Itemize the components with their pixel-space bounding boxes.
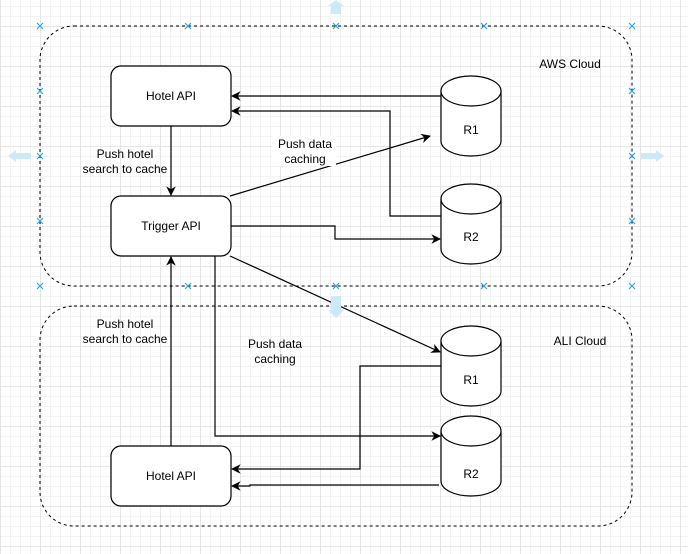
edge-label-line: Push hotel	[97, 147, 154, 161]
ali-cloud-container[interactable]: ALI Cloud	[39, 305, 633, 527]
node-ali-r2-database[interactable]: R2	[440, 415, 502, 497]
edge-trigger-api-to-aws-r2[interactable]	[231, 225, 441, 244]
edge-label-line: Push data	[278, 137, 332, 151]
resize-handle[interactable]	[332, 22, 340, 30]
edge-label-line: caching	[254, 352, 295, 366]
connect-arrow-left-icon[interactable]	[8, 150, 31, 162]
resize-handle[interactable]	[36, 22, 44, 30]
edge-label-aws-push-hotel[interactable]: Push hotel search to cache	[83, 147, 168, 176]
edge-label-ali-push-hotel[interactable]: Push hotel search to cache	[83, 317, 168, 346]
resize-handle[interactable]	[628, 217, 636, 225]
edge-aws-r2-to-hotel-api[interactable]	[231, 106, 441, 217]
node-label: Trigger API	[141, 219, 201, 233]
edge-ali-r2-to-hotel-api[interactable]	[231, 481, 439, 491]
node-aws-hotel-api[interactable]: Hotel API	[110, 65, 232, 127]
node-trigger-api[interactable]: Trigger API	[110, 195, 232, 257]
resize-handle[interactable]	[480, 282, 488, 290]
resize-handle[interactable]	[36, 282, 44, 290]
edge-label-aws-push-data[interactable]: Push data caching	[272, 136, 336, 166]
edge-trigger-api-to-ali-r2[interactable]	[214, 256, 441, 441]
resize-handle[interactable]	[332, 282, 340, 290]
resize-handle[interactable]	[36, 87, 44, 95]
resize-handle[interactable]	[628, 22, 636, 30]
node-label: R2	[463, 467, 479, 481]
edge-label-line: search to cache	[83, 162, 168, 176]
resize-handle[interactable]	[184, 22, 192, 30]
node-ali-r1-database[interactable]: R1	[440, 325, 502, 407]
node-label: R1	[463, 373, 479, 387]
node-label: R1	[463, 123, 479, 137]
resize-handle[interactable]	[36, 152, 44, 160]
aws-cloud-label: AWS Cloud	[539, 57, 601, 71]
resize-handle[interactable]	[36, 217, 44, 225]
ali-cloud-label: ALI Cloud	[554, 334, 607, 348]
edge-label-line: Push data	[248, 337, 302, 351]
connect-arrow-right-icon[interactable]	[641, 150, 664, 162]
node-label: Hotel API	[146, 469, 196, 483]
resize-handle[interactable]	[628, 87, 636, 95]
edge-ali-r1-to-hotel-api[interactable]	[231, 365, 441, 474]
connect-arrow-down-icon[interactable]	[328, 296, 344, 318]
node-ali-hotel-api[interactable]: Hotel API	[110, 445, 232, 507]
resize-handle[interactable]	[628, 152, 636, 160]
node-label: R2	[463, 230, 479, 244]
connect-arrow-up-icon[interactable]	[328, 0, 344, 14]
node-aws-r2-database[interactable]: R2	[440, 183, 502, 265]
resize-handle[interactable]	[184, 282, 192, 290]
selection-handles	[36, 22, 636, 290]
node-aws-r1-database[interactable]: R1	[440, 75, 502, 157]
edge-label-ali-push-data[interactable]: Push data caching	[248, 337, 302, 366]
edge-label-line: caching	[284, 152, 325, 166]
edge-label-line: Push hotel	[97, 317, 154, 331]
node-label: Hotel API	[146, 89, 196, 103]
resize-handle[interactable]	[480, 22, 488, 30]
edge-label-line: search to cache	[83, 332, 168, 346]
resize-handle[interactable]	[628, 282, 636, 290]
